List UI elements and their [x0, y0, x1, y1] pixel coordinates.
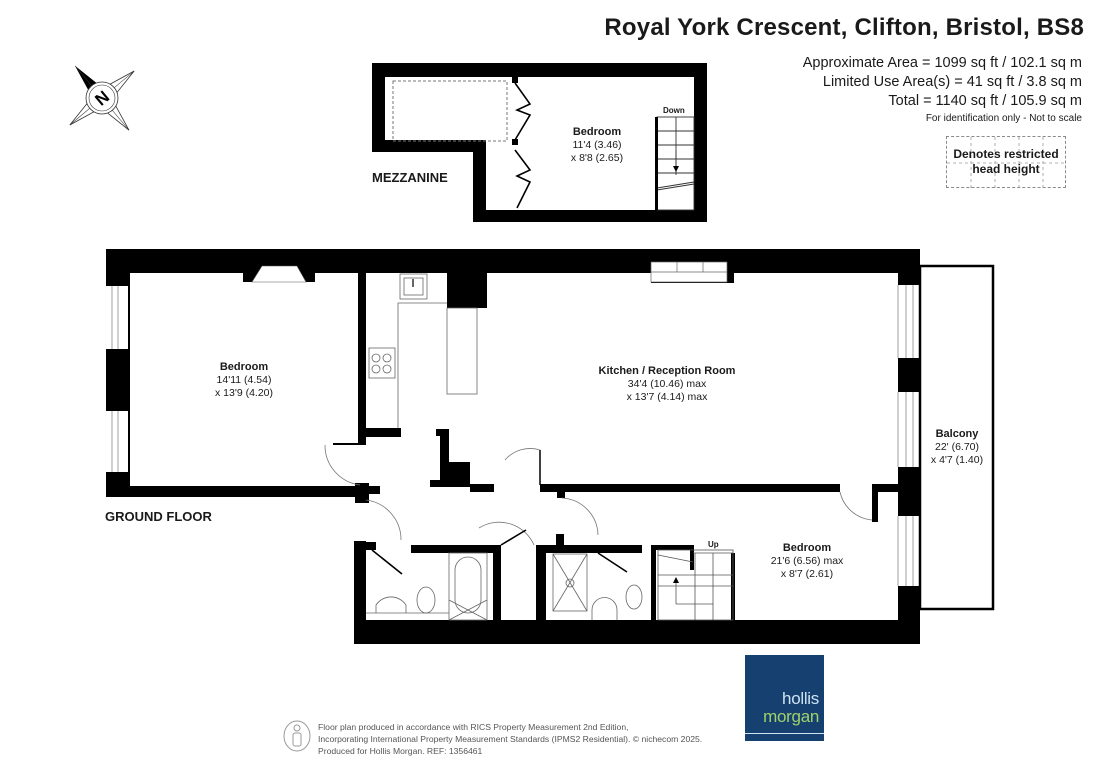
logo-rule [745, 733, 824, 734]
ground-floor-plan [106, 249, 995, 644]
approximate-area: Approximate Area = 1099 sq ft / 102.1 sq… [802, 55, 1082, 71]
compass-north-icon: N [69, 65, 135, 131]
room-label-kitchen-reception: Kitchen / Reception Room 34'4 (10.46) ma… [598, 365, 736, 403]
footer-notice: Floor plan produced in accordance with R… [318, 721, 702, 757]
floor-label-mezzanine: MEZZANINE [372, 170, 448, 185]
scale-disclaimer: For identification only - Not to scale [925, 113, 1082, 124]
logo-line-2: morgan [763, 707, 819, 726]
legend-line-1: Denotes restricted [953, 147, 1059, 161]
stairs-down-label: Down [663, 106, 685, 115]
room-label-balcony: Balcony 22' (6.70) x 4'7 (1.40) [930, 428, 984, 466]
hollis-morgan-logo: hollis morgan [745, 655, 824, 741]
area-summary: Approximate Area = 1099 sq ft / 102.1 sq… [803, 54, 1082, 111]
room-label-ground-bedroom-2: Bedroom 21'6 (6.56) max x 8'7 (2.61) [770, 542, 844, 580]
legend-line-2: head height [972, 162, 1040, 176]
footer-line-3: Produced for Hollis Morgan. REF: 1356461 [318, 746, 483, 756]
footer-line-2: Incorporating International Property Mea… [318, 734, 703, 744]
logo-line-1: hollis [782, 689, 819, 708]
limited-use-area: Limited Use Area(s) = 41 sq ft / 3.8 sq … [822, 74, 1082, 90]
stairs-up-label: Up [708, 540, 719, 549]
page-title: Royal York Crescent, Clifton, Bristol, B… [604, 14, 1084, 41]
total-area: Total = 1140 sq ft / 105.9 sq m [888, 93, 1082, 109]
footer-line-1: Floor plan produced in accordance with R… [318, 722, 629, 732]
floor-label-ground: GROUND FLOOR [105, 509, 212, 524]
room-label-mezzanine-bedroom: Bedroom 11'4 (3.46) x 8'8 (2.65) [570, 126, 624, 164]
room-label-ground-bedroom-1: Bedroom 14'11 (4.54) x 13'9 (4.20) [214, 361, 274, 399]
mezzanine-plan [372, 63, 707, 222]
ipms-person-icon [283, 720, 311, 752]
